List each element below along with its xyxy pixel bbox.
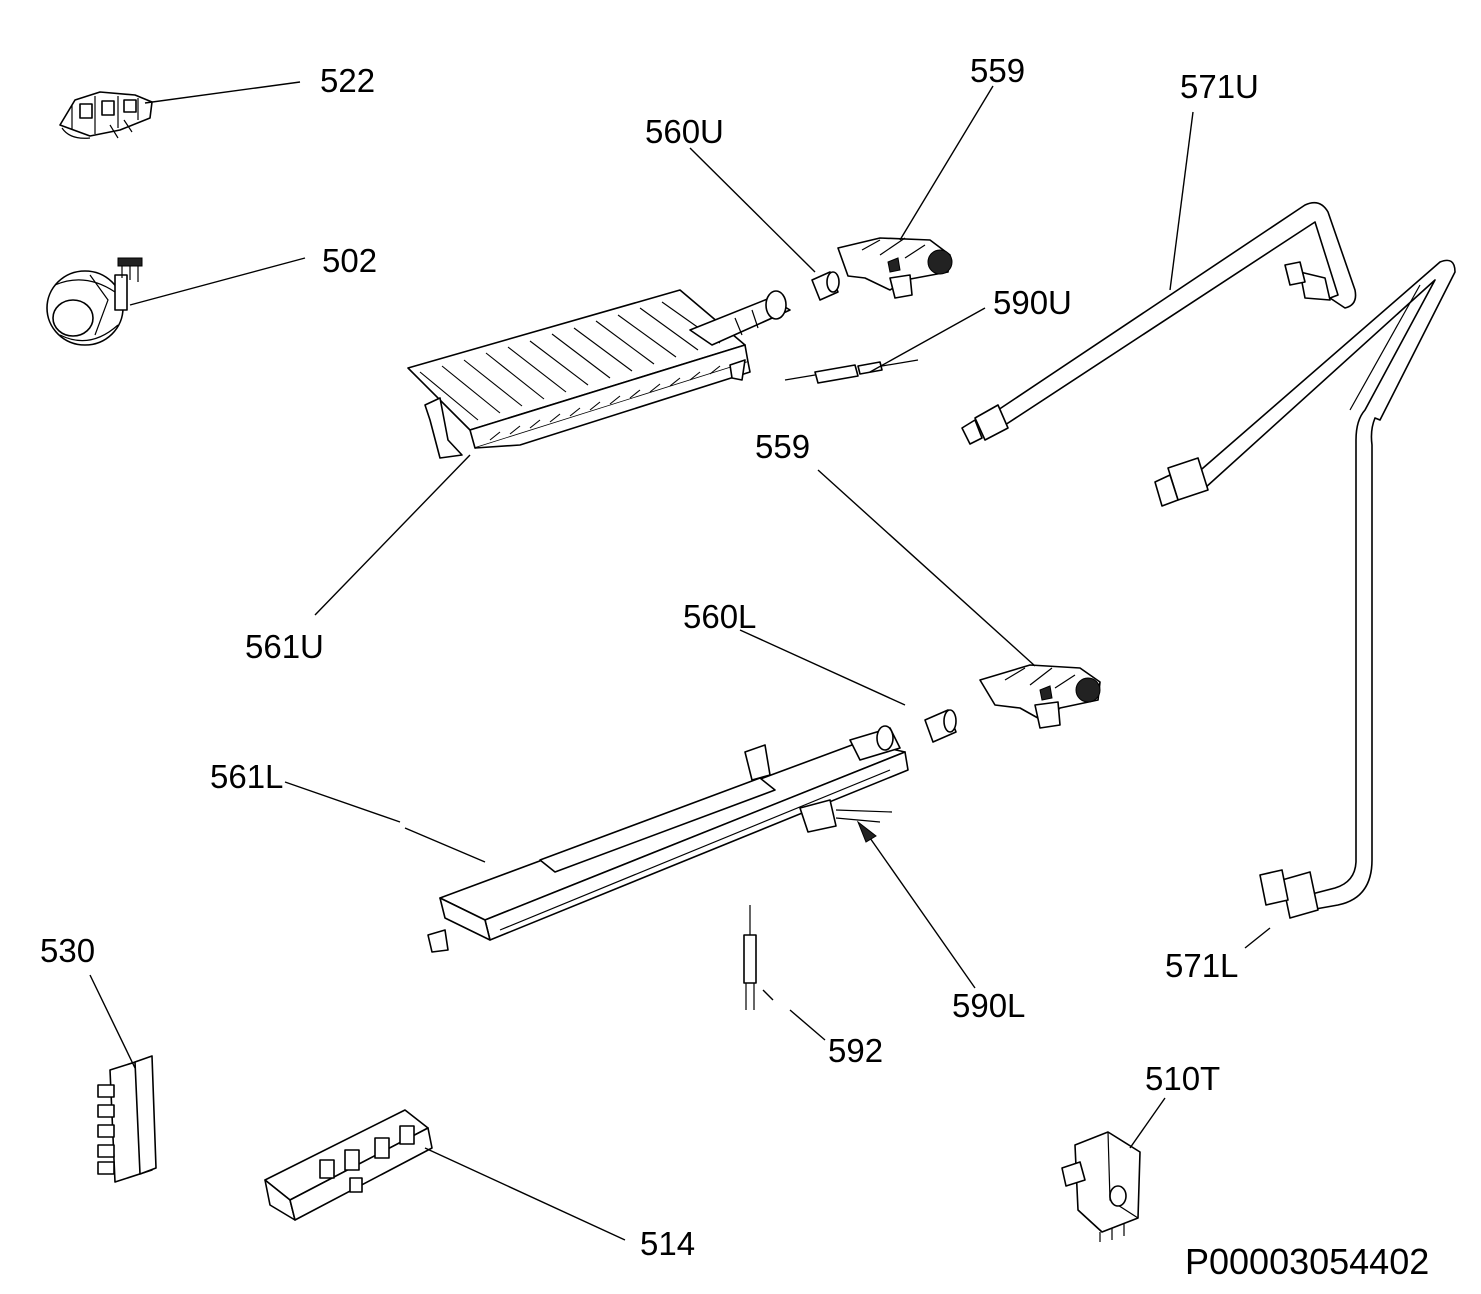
part-510T-drawing (1061, 1131, 1141, 1242)
part-559-upper-drawing (837, 237, 953, 299)
part-571U-drawing (961, 201, 1357, 445)
label-530: 530 (40, 932, 95, 969)
label-559-lower: 559 (755, 428, 810, 465)
label-571L: 571L (1165, 947, 1238, 984)
label-559-upper: 559 (970, 52, 1025, 89)
label-561L: 561L (210, 758, 283, 795)
label-502: 502 (322, 242, 377, 279)
label-522: 522 (320, 62, 375, 99)
part-592-drawing (743, 905, 757, 1010)
label-590U: 590U (993, 284, 1072, 321)
part-560U-drawing (811, 271, 840, 301)
label-560U: 560U (645, 113, 724, 150)
part-530-drawing (97, 1055, 157, 1183)
part-514-drawing (264, 1109, 433, 1221)
label-590L: 590L (952, 987, 1025, 1024)
part-561L-drawing (427, 725, 909, 953)
part-502-drawing (46, 257, 143, 346)
label-510T: 510T (1145, 1060, 1220, 1097)
part-559-lower-drawing (979, 664, 1101, 729)
label-592: 592 (828, 1032, 883, 1069)
leader-lines (89, 81, 1271, 1241)
label-560L: 560L (683, 598, 756, 635)
label-571U: 571U (1180, 68, 1259, 105)
drawing-number: P00003054402 (1185, 1241, 1429, 1282)
part-590U-drawing (784, 359, 919, 384)
part-561U-drawing (407, 289, 791, 459)
label-561U: 561U (245, 628, 324, 665)
part-560L-drawing (924, 709, 957, 743)
label-514: 514 (640, 1225, 695, 1262)
part-522-drawing (59, 91, 153, 139)
part-571L-drawing (1154, 259, 1456, 919)
